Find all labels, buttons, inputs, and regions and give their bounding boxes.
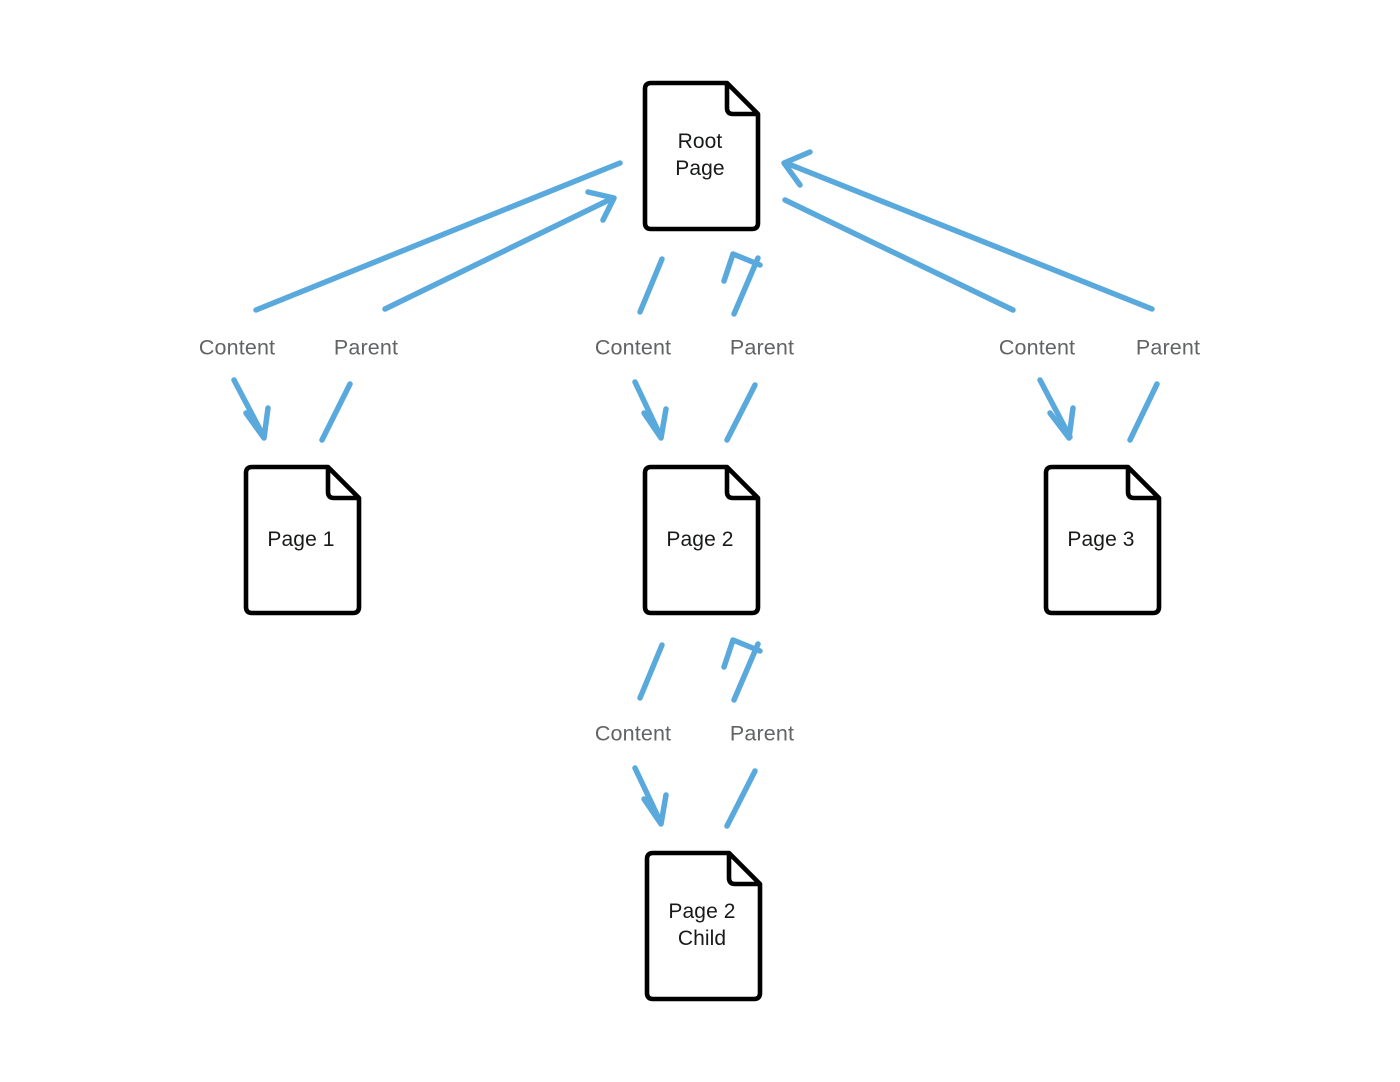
- document-icon: [644, 850, 763, 1002]
- edge-label-content-left: Content: [198, 335, 276, 360]
- edge-label-parent-center-upper: Parent: [729, 335, 795, 360]
- node-page-3[interactable]: Page 3: [1040, 464, 1162, 616]
- node-page-1[interactable]: Page 1: [240, 464, 362, 616]
- edge-root-to-page2-content: [632, 256, 669, 441]
- edge-label-content-right: Content: [998, 335, 1076, 360]
- document-icon: [1043, 464, 1162, 616]
- node-page-2[interactable]: Page 2: [639, 464, 761, 616]
- edge-label-parent-left: Parent: [333, 335, 399, 360]
- document-icon: [243, 464, 362, 616]
- document-icon: [642, 80, 761, 232]
- node-root-page[interactable]: Root Page: [639, 80, 761, 232]
- edge-page2-to-root-parent: [721, 251, 763, 443]
- node-page-3-label: Page 3: [1067, 527, 1135, 551]
- node-page-2-label: Page 2: [666, 527, 734, 551]
- node-root-page-label: Root Page: [675, 130, 725, 180]
- edge-label-content-center-upper: Content: [594, 335, 672, 360]
- edge-label-content-center-lower: Content: [594, 721, 672, 746]
- node-page-2-child[interactable]: Page 2 Child: [641, 850, 763, 1002]
- edge-root-to-page1-content: [231, 160, 623, 441]
- node-page-2-child-label: Page 2 Child: [668, 900, 736, 950]
- edge-root-to-page3-content: [782, 197, 1076, 441]
- document-icon: [642, 464, 761, 616]
- edge-label-parent-center-lower: Parent: [729, 721, 795, 746]
- edge-page1-to-root-parent: [319, 189, 617, 443]
- node-page-1-label: Page 1: [267, 527, 335, 551]
- edge-page2child-to-page2-parent: [721, 637, 763, 829]
- edge-page3-to-root-parent: [781, 149, 1160, 443]
- edge-page2-to-page2child-content: [632, 642, 669, 827]
- edge-label-parent-right: Parent: [1135, 335, 1201, 360]
